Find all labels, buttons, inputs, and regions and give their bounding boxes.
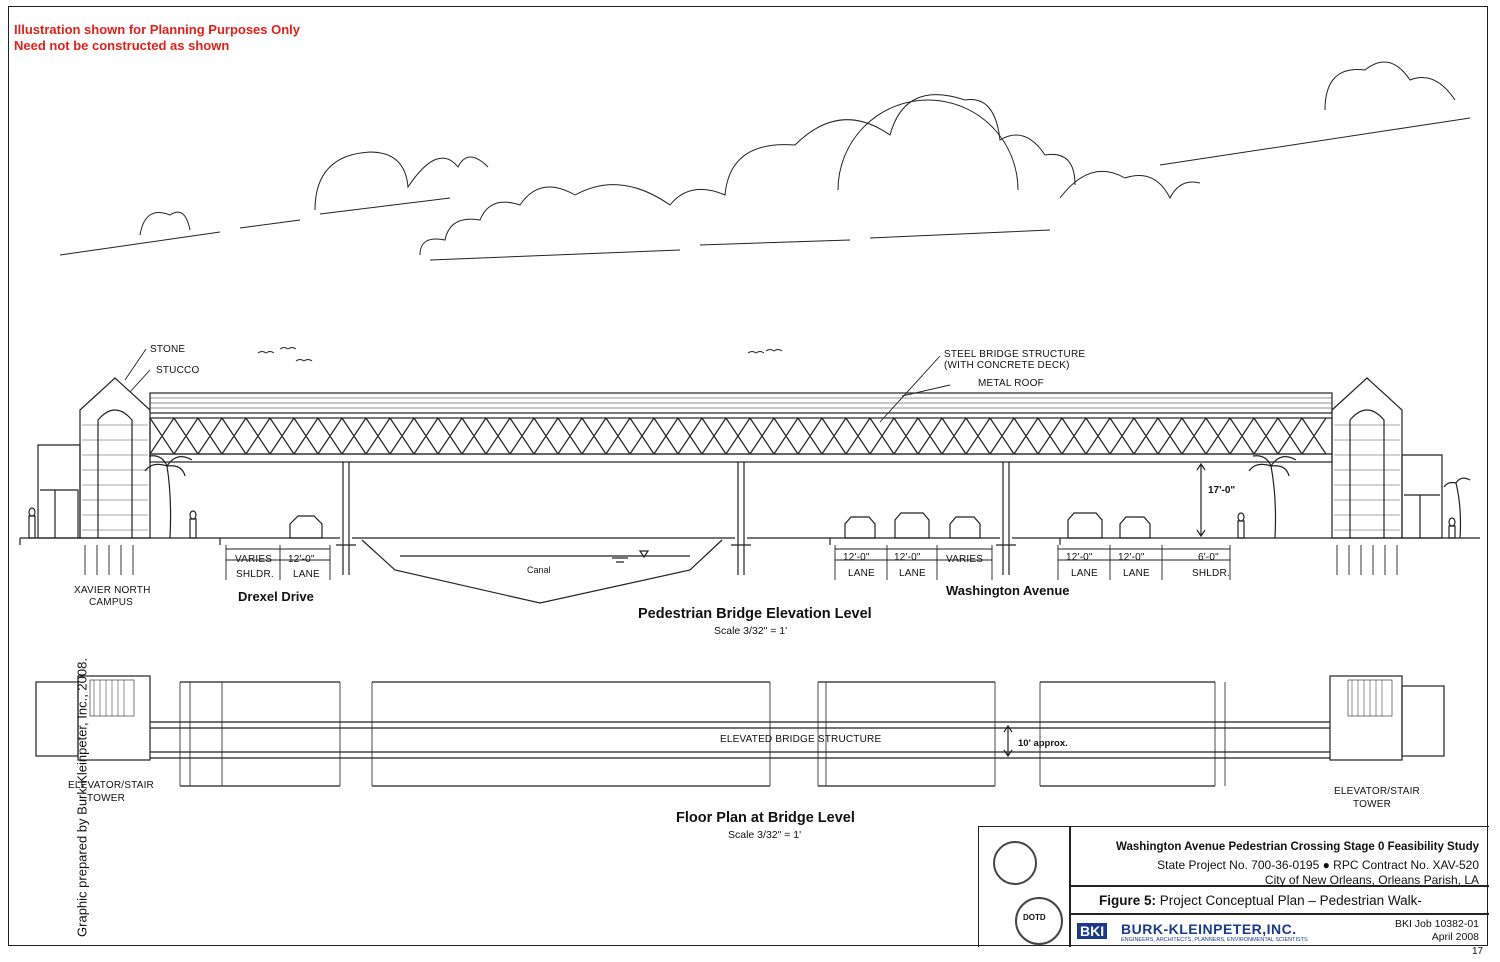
dotd-seal-icon <box>1015 897 1063 945</box>
dim-top-4: VARIES <box>946 554 984 565</box>
canal-label: Canal <box>527 565 551 575</box>
dim-top-0: VARIES <box>235 554 273 565</box>
dim-top-1: 12'-0" <box>288 554 315 565</box>
concrete-deck-label: (WITH CONCRETE DECK) <box>944 360 1070 371</box>
drawing-frame <box>8 6 1488 946</box>
rpc-seal-icon <box>993 841 1037 885</box>
job-number: BKI Job 10382-01 <box>1394 918 1479 930</box>
bki-logo-subtitle: ENGINEERS, ARCHITECTS, PLANNERS, ENVIRON… <box>1121 937 1308 943</box>
left-tower <box>37 377 151 539</box>
leader-lines <box>124 348 951 423</box>
bridge-truss <box>149 392 1333 463</box>
figure-title: Project Conceptual Plan – Pedestrian Wal… <box>1159 893 1422 908</box>
study-title: Washington Avenue Pedestrian Crossing St… <box>1116 841 1479 853</box>
landscape-figures <box>28 455 1471 539</box>
bki-logo-name: BURK-KLEINPETER,INC. <box>1121 921 1297 937</box>
birds <box>257 347 783 362</box>
metal-roof-label: METAL ROOF <box>978 378 1044 389</box>
foundation-piles <box>84 545 1398 575</box>
project-number: State Project No. 700-36-0195 ● RPC Cont… <box>1157 858 1479 872</box>
clearance-dimension <box>1196 462 1206 538</box>
side-credit: Graphic prepared by Burk-Kleinpeter, Inc… <box>74 658 90 937</box>
dim-bottom-0: SHLDR. <box>236 569 274 580</box>
dim-top-7: 6'-0" <box>1198 552 1219 563</box>
vehicles <box>289 512 1151 539</box>
dim-top-3: 12'-0" <box>894 552 921 563</box>
right-tower-label-line1: ELEVATOR/STAIR <box>1334 786 1420 797</box>
dim-top-6: 12'-0" <box>1118 552 1145 563</box>
dim-bottom-6: LANE <box>1123 568 1150 579</box>
dim-top-2: 12'-0" <box>843 552 870 563</box>
plan-title: Floor Plan at Bridge Level <box>676 810 855 826</box>
figure-number: Figure 5: <box>1099 893 1157 908</box>
left-tower-label-line2: TOWER <box>87 793 126 804</box>
stone-label: STONE <box>150 344 186 355</box>
bridge-piers <box>336 462 1016 575</box>
left-tower-label-line1: ELEVATOR/STAIR <box>68 780 154 791</box>
dim-bottom-5: LANE <box>1071 568 1098 579</box>
issue-date: April 2008 <box>1431 931 1479 943</box>
steel-structure-label: STEEL BRIDGE STRUCTURE <box>944 349 1086 360</box>
elevated-structure-label: ELEVATED BRIDGE STRUCTURE <box>720 734 882 745</box>
dotd-logo-text: DOTD <box>1023 913 1046 922</box>
xavier-label-line1: XAVIER NORTH <box>74 585 151 596</box>
dim-bottom-3: LANE <box>899 568 926 579</box>
dim-bottom-7: SHLDR. <box>1192 568 1230 579</box>
right-tower <box>1331 377 1443 539</box>
dim-top-5: 12'-0" <box>1066 552 1093 563</box>
city-location: City of New Orleans, Orleans Parish, LA <box>1264 873 1479 887</box>
elevation-title: Pedestrian Bridge Elevation Level <box>638 606 872 622</box>
drexel-drive-label: Drexel Drive <box>238 589 314 604</box>
width-label: 10' approx. <box>1018 738 1068 749</box>
page-number: 17 <box>1472 946 1484 957</box>
ground-line <box>19 537 1480 604</box>
dim-bottom-1: LANE <box>293 569 320 580</box>
dim-bottom-2: LANE <box>848 568 875 579</box>
dimension-bars <box>225 545 1231 580</box>
cloud-sketch <box>59 61 1471 261</box>
construction-note: Need not be constructed as shown <box>14 38 230 53</box>
washington-avenue-label: Washington Avenue <box>946 583 1070 598</box>
bki-logo-abbr: BKI <box>1077 923 1108 939</box>
plan-scale: Scale 3/32" = 1' <box>728 829 802 841</box>
title-block: DOTD Washington Avenue Pedestrian Crossi… <box>978 826 1489 947</box>
planning-note: Illustration shown for Planning Purposes… <box>14 22 301 37</box>
clearance-label: 17'-0" <box>1208 485 1236 496</box>
elevation-scale: Scale 3/32" = 1' <box>714 625 788 637</box>
xavier-label-line2: CAMPUS <box>89 597 133 608</box>
right-tower-label-line2: TOWER <box>1353 799 1392 810</box>
stucco-label: STUCCO <box>156 365 200 376</box>
floor-plan <box>35 675 1445 787</box>
